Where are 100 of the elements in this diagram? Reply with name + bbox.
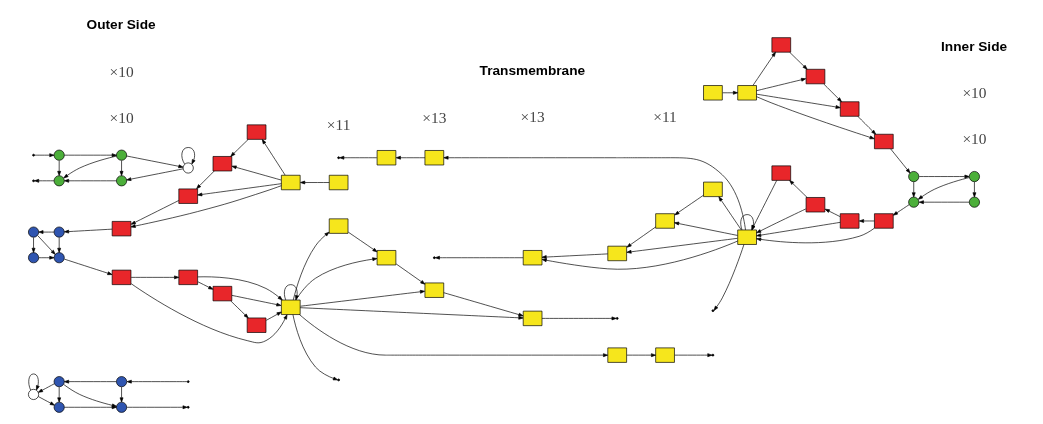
arrow — [756, 96, 875, 140]
node-box — [655, 213, 675, 229]
node-box — [703, 85, 723, 101]
arrow — [64, 379, 117, 384]
node-circle — [116, 401, 128, 413]
node-circle — [116, 376, 128, 388]
arrow — [823, 83, 842, 103]
arrow — [64, 228, 113, 234]
node-box — [212, 156, 233, 172]
node-box — [281, 299, 301, 315]
arrow — [126, 379, 188, 384]
node-circle — [28, 226, 39, 238]
label: ×13 — [422, 109, 447, 127]
node-circle — [53, 376, 65, 388]
node-box — [376, 250, 397, 266]
arrow — [339, 155, 378, 160]
arrow — [918, 200, 970, 204]
label: ×13 — [520, 108, 545, 126]
node-box — [111, 269, 132, 285]
node-box — [805, 197, 826, 213]
arrow — [34, 178, 55, 183]
node-box — [246, 317, 267, 333]
arrow — [299, 307, 524, 320]
arrow — [197, 281, 214, 290]
arrow — [230, 139, 249, 157]
node-circle — [116, 175, 128, 187]
arrow — [892, 204, 910, 216]
arrow — [626, 226, 656, 248]
arrow — [713, 244, 745, 311]
arrow — [890, 148, 911, 174]
arrow — [756, 208, 807, 234]
arrow — [38, 396, 55, 406]
arrow — [395, 155, 426, 160]
arrow — [197, 183, 282, 197]
arrow — [972, 181, 977, 198]
arrow — [284, 284, 299, 301]
node-circle — [53, 252, 65, 264]
arrow — [674, 194, 704, 216]
arrow — [300, 180, 330, 185]
node-circle — [28, 252, 39, 264]
node-box — [607, 245, 627, 262]
arrow — [57, 237, 61, 253]
node-box — [111, 221, 132, 237]
arrow — [395, 263, 426, 285]
node-box — [607, 347, 627, 363]
node-box — [874, 133, 894, 150]
label: ×11 — [326, 115, 351, 133]
node-box — [212, 286, 233, 302]
node-circle — [968, 171, 980, 182]
node-box — [424, 282, 445, 298]
arrow — [63, 384, 117, 408]
node-box — [328, 218, 349, 234]
node-box — [737, 229, 757, 245]
label: ×10 — [109, 109, 134, 127]
arrow — [824, 208, 841, 217]
arrow — [119, 386, 124, 403]
arrow — [126, 155, 184, 169]
node-circle — [908, 196, 920, 208]
arrow — [126, 405, 188, 410]
arrow — [789, 180, 808, 198]
node-circle — [53, 149, 65, 161]
label: Transmembrane — [479, 62, 586, 78]
label: ×10 — [962, 130, 987, 148]
arrow — [37, 235, 56, 255]
node-circle — [53, 226, 65, 238]
arrow — [126, 168, 184, 181]
arrow — [443, 292, 524, 317]
arrow — [756, 93, 841, 109]
arrow — [64, 153, 117, 157]
arrow — [722, 90, 738, 95]
node-circle — [968, 196, 980, 208]
arrow — [265, 311, 282, 321]
arrow — [443, 155, 746, 231]
node-box — [805, 68, 826, 85]
arrow — [740, 214, 756, 231]
arrow — [28, 373, 40, 391]
arrow — [756, 222, 841, 237]
arrow — [918, 177, 970, 200]
arrow — [434, 255, 524, 260]
arrow — [857, 116, 877, 135]
arrow — [541, 316, 617, 321]
arrow — [231, 165, 282, 181]
arrow — [196, 170, 215, 189]
arrow — [130, 185, 282, 228]
label: Outer Side — [86, 17, 156, 33]
arrow — [38, 255, 55, 260]
node-box — [703, 181, 723, 197]
node-box — [655, 347, 675, 363]
arrow — [541, 240, 738, 270]
node-box — [839, 101, 860, 117]
node-circle — [116, 149, 128, 161]
node-box — [376, 150, 397, 166]
arrow — [292, 231, 330, 301]
node-circle — [182, 162, 194, 174]
arrow — [756, 227, 875, 244]
node-circle — [28, 389, 39, 400]
arrow — [751, 180, 778, 231]
arrow — [197, 276, 283, 301]
node-circle — [53, 401, 65, 413]
arrow — [38, 230, 55, 234]
